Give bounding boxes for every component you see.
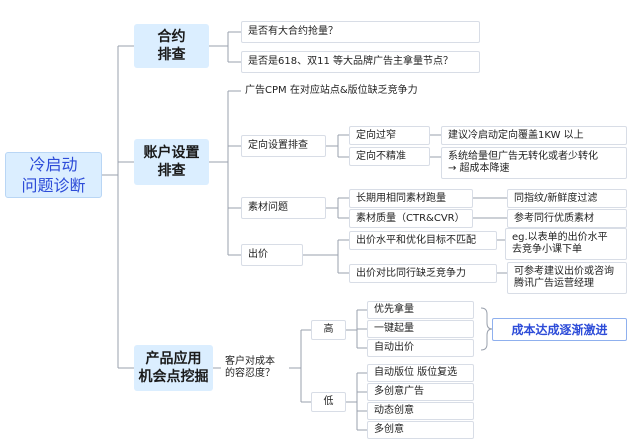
branch-contract-line-2: 排查 — [157, 47, 186, 63]
question-line-1: 客户对成本 — [225, 356, 275, 367]
contract-item-festival: 是否是618、双11 等大品牌广告主拿量节点？ — [241, 51, 480, 73]
cpm-competition: 广告CPM 在对应站点&版位缺乏竞争力 — [245, 85, 418, 96]
tolerance-high: 高 — [311, 320, 346, 340]
root-line-2: 问题诊断 — [21, 176, 86, 195]
weak-advice-line-1: 可参考建议出价或咨询 — [514, 266, 614, 277]
low-item-multi-creative-ad: 多创意广告 — [367, 383, 474, 401]
bid-mismatch-advice: eg.以表单的出价水平 去竞争小课下单 — [505, 228, 627, 260]
material-reuse: 长期用相同素材跑量 — [349, 189, 473, 208]
low-item-multi-creative: 多创意 — [367, 421, 474, 439]
branch-account-line-1: 账户设置 — [143, 145, 200, 161]
bid-check: 出价 — [241, 244, 303, 266]
targeting-narrow: 定向过窄 — [349, 126, 430, 145]
contract-item-big-deal: 是否有大合约抢量？ — [241, 21, 480, 43]
mismatch-advice-line-2: 去竞争小课下单 — [512, 244, 582, 255]
branch-product-line-2: 机会点挖掘 — [138, 369, 209, 385]
branch-product-opportunity: 产品应用 机会点挖掘 — [134, 345, 213, 391]
branch-product-line-1: 产品应用 — [145, 351, 202, 367]
branch-contract-line-1: 合约 — [157, 29, 186, 45]
material-reuse-advice: 同指纹/新鲜度过滤 — [507, 189, 627, 208]
mismatch-advice-line-1: eg.以表单的出价水平 — [512, 232, 608, 243]
question-line-2: 的容忍度？ — [225, 368, 275, 379]
branch-contract: 合约 排查 — [134, 24, 209, 68]
bid-weak-advice: 可参考建议出价或咨询 腾讯广告运营经理 — [507, 262, 627, 294]
targeting-inaccurate-advice: 系统给量但广告无转化或者少转化 → 超成本降速 — [441, 147, 627, 179]
tolerance-low: 低 — [311, 392, 346, 412]
material-issue: 素材问题 — [241, 197, 326, 219]
branch-account-line-2: 排查 — [157, 163, 186, 179]
low-item-placement: 自动版位 版位复选 — [367, 364, 474, 382]
targeting-narrow-advice: 建议冷启动定向覆盖1KW 以上 — [441, 126, 627, 145]
bid-weak: 出价对比同行缺乏竞争力 — [349, 264, 497, 283]
root-node: 冷启动 问题诊断 — [5, 152, 102, 198]
targeting-check: 定向设置排查 — [241, 135, 326, 157]
high-item-auto-bid: 自动出价 — [367, 339, 474, 357]
material-quality: 素材质量（CTR&CVR） — [349, 209, 473, 228]
low-item-dynamic-creative: 动态创意 — [367, 402, 474, 420]
high-item-boost: 一键起量 — [367, 320, 474, 338]
high-item-priority: 优先拿量 — [367, 301, 474, 319]
cost-aggressive-note: 成本达成逐渐激进 — [492, 318, 627, 341]
targeting-inaccurate: 定向不精准 — [349, 147, 430, 166]
root-line-1: 冷启动 — [29, 155, 78, 174]
cost-tolerance-question: 客户对成本 的容忍度？ — [221, 349, 289, 387]
material-quality-advice: 参考同行优质素材 — [507, 209, 627, 228]
inaccurate-advice-line-2: → 超成本降速 — [448, 163, 510, 174]
branch-account-settings: 账户设置 排查 — [134, 139, 209, 185]
inaccurate-advice-line-1: 系统给量但广告无转化或者少转化 — [448, 151, 598, 162]
weak-advice-line-2: 腾讯广告运营经理 — [514, 278, 594, 289]
bid-mismatch: 出价水平和优化目标不匹配 — [349, 231, 497, 250]
